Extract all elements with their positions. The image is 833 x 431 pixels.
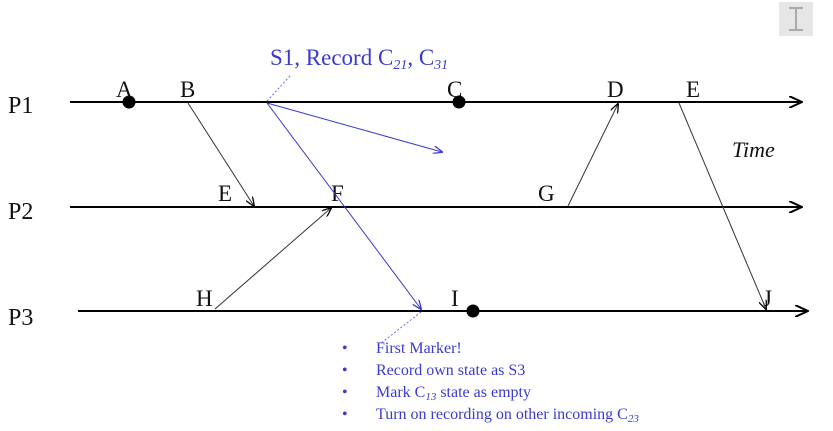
process-label-p2: P2 <box>8 199 33 225</box>
event-label-d: D <box>607 77 624 102</box>
message-h-to-f <box>214 208 331 310</box>
marker-message-to-p2 <box>266 102 442 152</box>
marker-note-pointer <box>379 311 422 345</box>
event-label-i: I <box>451 286 459 311</box>
snapshot-note-pointer <box>266 75 291 102</box>
bullet-1: • <box>342 340 348 357</box>
event-label-h: H <box>196 286 213 311</box>
event-dot-i <box>466 304 480 318</box>
event-label-e-p1: E <box>686 77 700 102</box>
event-label-g: G <box>538 181 555 206</box>
time-axis-label: Time <box>732 137 775 162</box>
marker-note-3: Mark C13 state as empty <box>376 384 531 403</box>
marker-notes-list: • First Marker! • Record own state as S3… <box>342 340 639 425</box>
message-e-to-j <box>678 102 766 309</box>
marker-message-to-p3 <box>266 102 421 309</box>
process-label-p1: P1 <box>8 93 33 119</box>
message-b-to-e <box>187 102 254 206</box>
event-label-j: J <box>763 286 772 311</box>
process-label-p3: P3 <box>8 305 33 331</box>
event-dot-c <box>452 95 466 109</box>
message-g-to-d <box>567 104 618 207</box>
marker-note-4: Turn on recording on other incoming C23 <box>376 406 639 425</box>
snapshot-note: S1, Record C21, C31 <box>270 45 448 73</box>
event-label-b: B <box>180 77 195 102</box>
bullet-4: • <box>342 406 348 423</box>
event-label-e-p2: E <box>218 181 232 206</box>
event-label-f: F <box>331 181 344 206</box>
text-cursor-icon[interactable] <box>779 2 813 36</box>
event-label-a: A <box>116 77 133 102</box>
marker-note-1: First Marker! <box>376 340 462 357</box>
marker-note-2: Record own state as S3 <box>376 362 525 379</box>
bullet-3: • <box>342 384 348 401</box>
event-dot-a <box>122 95 136 109</box>
event-label-c: C <box>447 77 462 102</box>
bullet-2: • <box>342 362 348 379</box>
